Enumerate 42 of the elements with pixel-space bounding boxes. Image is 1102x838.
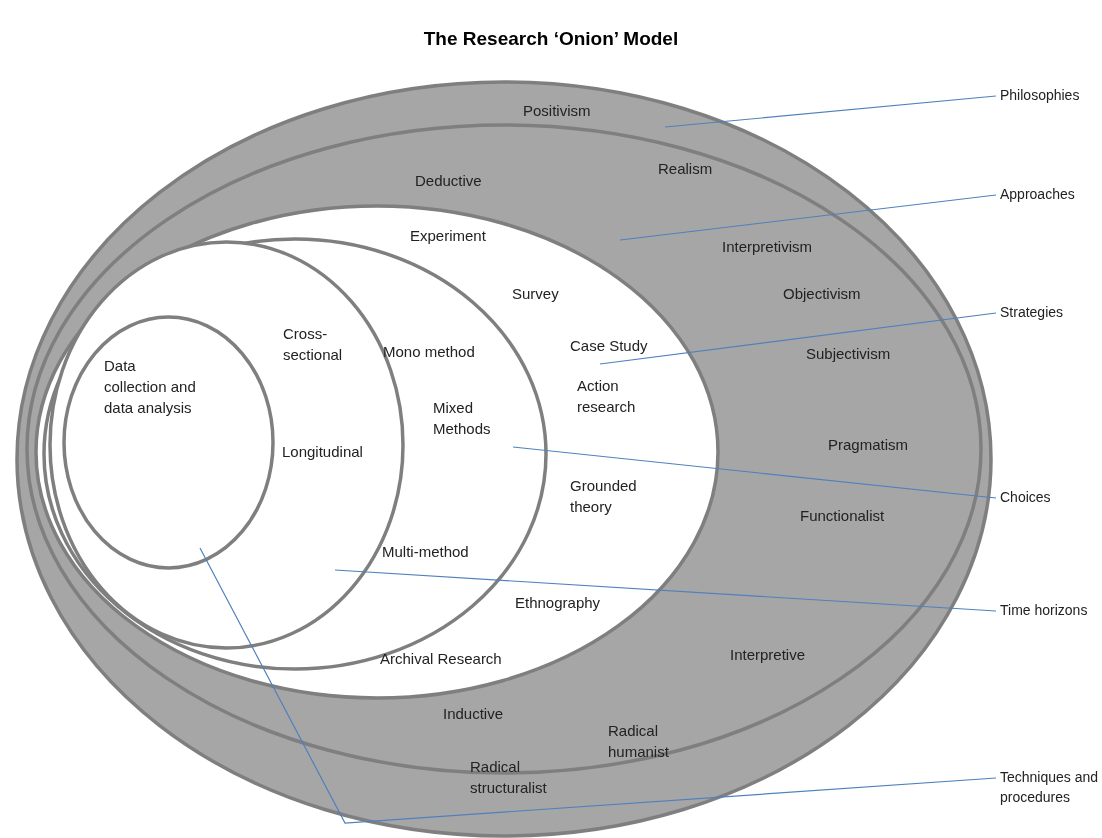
layer-item-label: Grounded theory bbox=[570, 476, 638, 517]
layer-item-label: Cross- sectional bbox=[283, 324, 344, 365]
layer-item-label: Inductive bbox=[443, 704, 504, 724]
layer-item-label: Longitudinal bbox=[282, 442, 363, 462]
layer-name-label: Strategies bbox=[1000, 302, 1100, 322]
leader-line bbox=[664, 95, 997, 128]
layer-name-label: Choices bbox=[1000, 487, 1100, 507]
layer-item-label: Multi-method bbox=[382, 542, 469, 562]
onion-layer-ellipse bbox=[15, 80, 993, 838]
layer-item-label: Subjectivism bbox=[806, 344, 891, 364]
layer-item-label: Realism bbox=[658, 159, 713, 179]
layer-item-label: Radical humanist bbox=[608, 721, 670, 762]
leader-line bbox=[619, 194, 997, 241]
layer-name-label: Philosophies bbox=[1000, 85, 1100, 105]
layer-name-label: Techniques and procedures bbox=[1000, 767, 1100, 807]
layer-item-label: Radical structuralist bbox=[470, 757, 548, 798]
layer-item-label: Ethnography bbox=[515, 593, 601, 613]
layer-item-label: Survey bbox=[512, 284, 559, 304]
layer-item-label: Action research bbox=[577, 376, 637, 417]
layer-item-label: Data collection and data analysis bbox=[104, 356, 197, 418]
layer-item-label: Experiment bbox=[410, 226, 486, 246]
layer-name-label: Time horizons bbox=[1000, 600, 1100, 620]
leader-line bbox=[512, 446, 997, 499]
leader-line bbox=[599, 312, 997, 365]
onion-layer-ellipse bbox=[34, 204, 720, 700]
layer-item-label: Objectivism bbox=[783, 284, 861, 304]
layer-item-label: Functionalist bbox=[800, 506, 885, 526]
onion-layer-ellipse bbox=[62, 315, 275, 570]
onion-layer-ellipse bbox=[25, 123, 983, 775]
layer-item-label: Deductive bbox=[415, 171, 482, 191]
layer-item-label: Mono method bbox=[383, 342, 475, 362]
layer-name-label: Approaches bbox=[1000, 184, 1100, 204]
layer-item-label: Interpretivism bbox=[722, 237, 813, 257]
leader-line bbox=[199, 547, 997, 824]
layer-item-label: Interpretive bbox=[730, 645, 806, 665]
layer-item-label: Case Study bbox=[570, 336, 648, 356]
leader-line bbox=[334, 569, 997, 612]
diagram-title: The Research ‘Onion’ Model bbox=[422, 28, 680, 50]
layer-item-label: Archival Research bbox=[380, 649, 502, 669]
layer-item-label: Pragmatism bbox=[828, 435, 909, 455]
layer-item-label: Mixed Methods bbox=[433, 398, 492, 439]
layer-item-label: Positivism bbox=[523, 101, 591, 121]
